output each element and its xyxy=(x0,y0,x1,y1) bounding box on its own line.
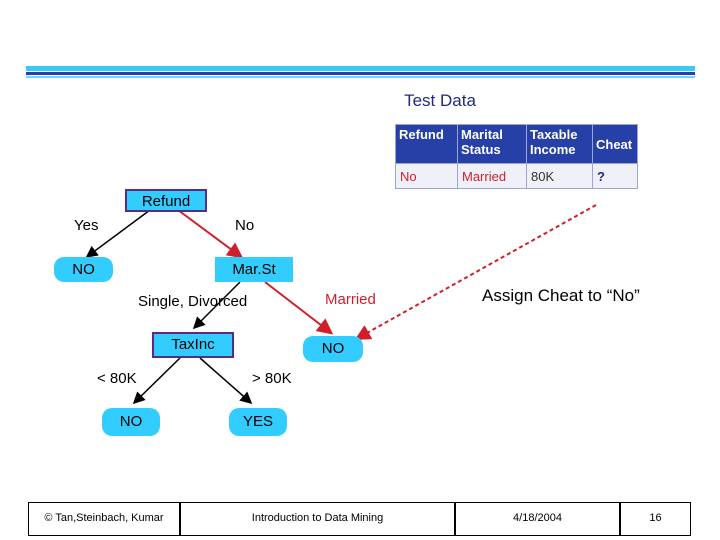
cell-taxable-income: 80K xyxy=(526,163,593,189)
footer-course: Introduction to Data Mining xyxy=(180,502,455,536)
edge-marst-married xyxy=(264,281,334,335)
cell-marital-status: Married xyxy=(457,163,527,189)
label-lt-80k: < 80K xyxy=(97,370,137,387)
header-rule-thin xyxy=(26,76,695,78)
label-no: No xyxy=(235,217,255,234)
header-taxable-income: Taxable Income xyxy=(526,124,593,164)
header-rule-blue xyxy=(26,72,695,75)
label-married: Married xyxy=(325,291,376,308)
edge-taxinc-gt xyxy=(199,357,253,404)
label-yes: Yes xyxy=(74,217,99,234)
header-rule-cyan xyxy=(26,66,695,71)
cell-refund: No xyxy=(395,163,458,189)
annotation-assign-cheat: Assign Cheat to “No” xyxy=(482,286,640,305)
label-single-divorced: Single, Divorced xyxy=(138,293,248,310)
node-refund: Refund xyxy=(125,189,207,212)
edge-marst-single xyxy=(192,281,241,330)
test-data-title: Test Data xyxy=(404,91,476,110)
label-gt-80k: > 80K xyxy=(252,370,292,387)
footer-page: 16 xyxy=(620,502,691,536)
edge-refund-no xyxy=(177,209,244,259)
node-leaf-yes-gt: YES xyxy=(229,408,287,436)
node-taxinc: TaxInc xyxy=(152,332,234,358)
node-leaf-no-yes-branch: NO xyxy=(54,257,113,282)
test-data-table: Refund Marital Status Taxable Income Che… xyxy=(395,124,638,189)
footer-date: 4/18/2004 xyxy=(455,502,620,536)
footer-authors: © Tan,Steinbach, Kumar xyxy=(28,502,180,536)
node-marst: Mar.St xyxy=(215,257,293,282)
header-marital-status: Marital Status xyxy=(457,124,527,164)
header-cheat: Cheat xyxy=(592,124,638,164)
cell-cheat: ? xyxy=(592,163,638,189)
edge-refund-yes xyxy=(85,209,151,258)
edge-taxinc-lt xyxy=(132,357,181,405)
header-refund: Refund xyxy=(395,124,458,164)
node-leaf-no-lt: NO xyxy=(102,408,160,436)
node-leaf-no-married: NO xyxy=(303,336,363,362)
edge-dashed-test-to-leaf xyxy=(354,204,597,340)
